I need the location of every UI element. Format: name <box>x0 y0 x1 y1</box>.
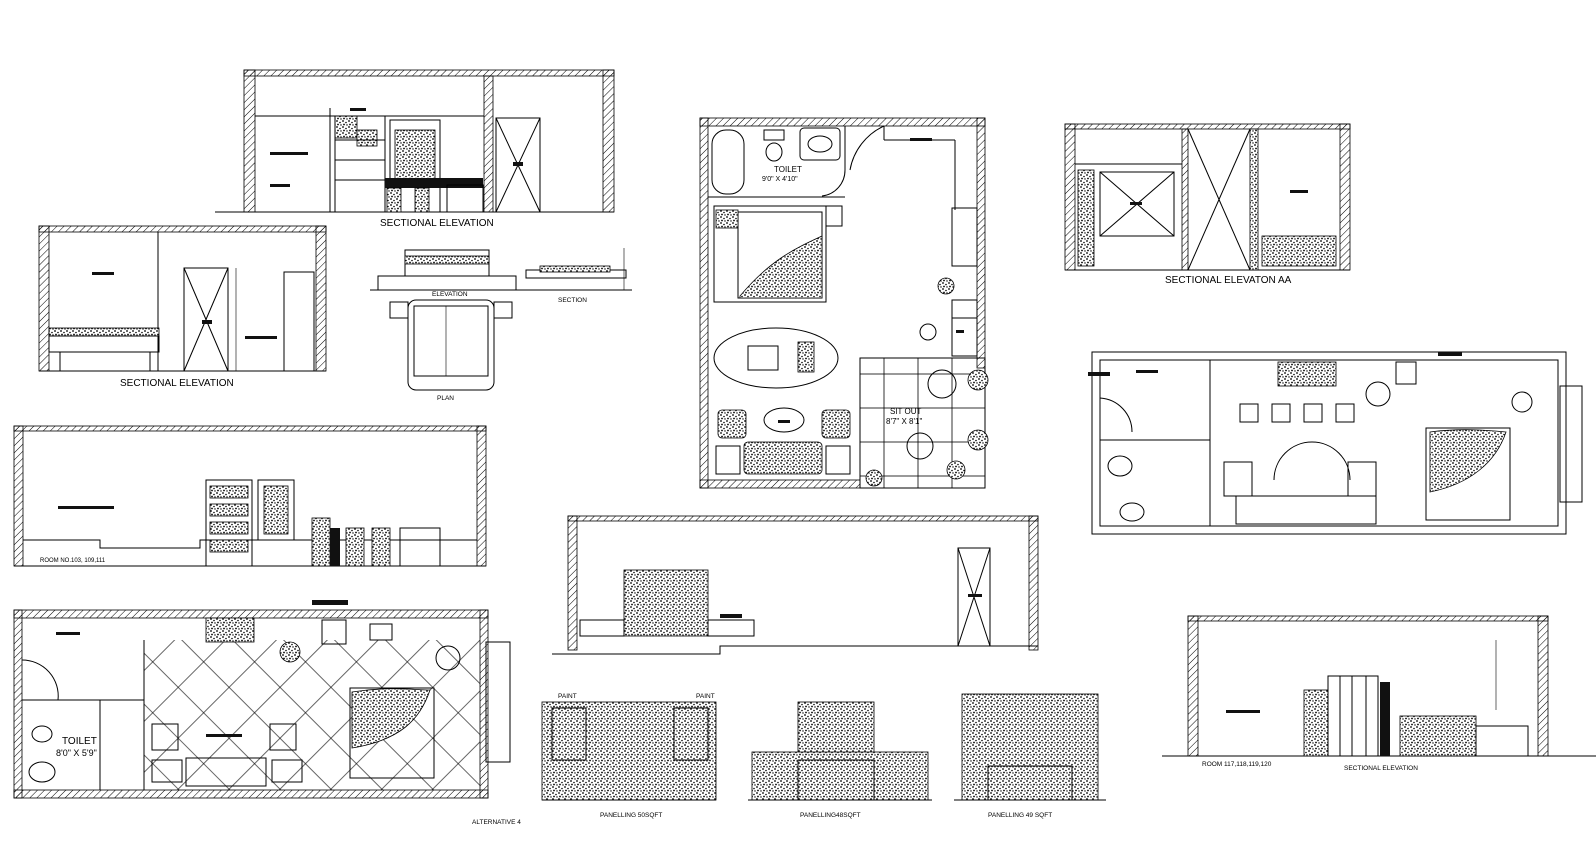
label-sectional-elevation-aa: SECTIONAL ELEVATON AA <box>1165 275 1292 286</box>
sectional-elevation-aa: SECTIONAL ELEVATON AA <box>1064 123 1351 286</box>
label-alternative: ALTERNATIVE 4 <box>472 819 521 826</box>
section-center <box>552 515 1039 655</box>
right-floor-plan <box>1088 351 1583 535</box>
panelling-3: PANELLING 49 SQFT <box>954 693 1106 819</box>
label-sectional-elevation-top: SECTIONAL ELEVATION <box>380 218 494 229</box>
bed-detail: ELEVATION SECTION PLAN <box>370 248 632 402</box>
long-section-left: ROOM NO.103, 109,111 <box>13 425 487 567</box>
label-plan-small: PLAN <box>437 395 454 402</box>
label-panelling-3: PANELLING 49 SQFT <box>988 812 1052 819</box>
sectional-elevation-left: SECTIONAL ELEVATION <box>38 225 327 389</box>
label-toilet-main: TOILET <box>774 165 802 174</box>
sectional-elevation-right: ROOM 117,118,119,120 SECTIONAL ELEVATION <box>1162 615 1596 772</box>
label-toilet-alt: TOILET <box>62 736 97 747</box>
label-sectional-elevation-right: SECTIONAL ELEVATION <box>1344 765 1418 772</box>
label-sectional-elevation-left: SECTIONAL ELEVATION <box>120 378 234 389</box>
label-toilet-main-dim: 9'0" X 4'10" <box>762 176 798 183</box>
main-room-plan: TOILET 9'0" X 4'10" SIT OUT <box>699 117 989 489</box>
label-elevation-small: ELEVATION <box>432 291 468 298</box>
label-section-small: SECTION <box>558 297 587 304</box>
label-sit-out-dim: 8'7" X 8'1" <box>886 417 922 426</box>
label-paint-right: PAINT <box>696 693 715 700</box>
label-toilet-alt-dim: 8'0" X 5'9" <box>56 748 97 758</box>
label-room-list-left: ROOM NO.103, 109,111 <box>40 558 106 564</box>
label-room-list-right: ROOM 117,118,119,120 <box>1202 761 1272 768</box>
panelling-2: PANELLING48SQFT <box>748 701 932 819</box>
label-panelling-1: PANELLING 50SQFT <box>600 812 662 819</box>
alternative-plan: TOILET 8'0" X 5'9" ALTERNATIVE 4 <box>13 600 521 826</box>
sectional-elevation-top: SECTIONAL ELEVATION <box>215 69 615 229</box>
label-panelling-2: PANELLING48SQFT <box>800 812 861 819</box>
label-sit-out: SIT OUT <box>890 407 922 416</box>
label-paint-left: PAINT <box>558 693 577 700</box>
panelling-1: PAINT PAINT PANELLING 50SQFT <box>541 693 717 819</box>
